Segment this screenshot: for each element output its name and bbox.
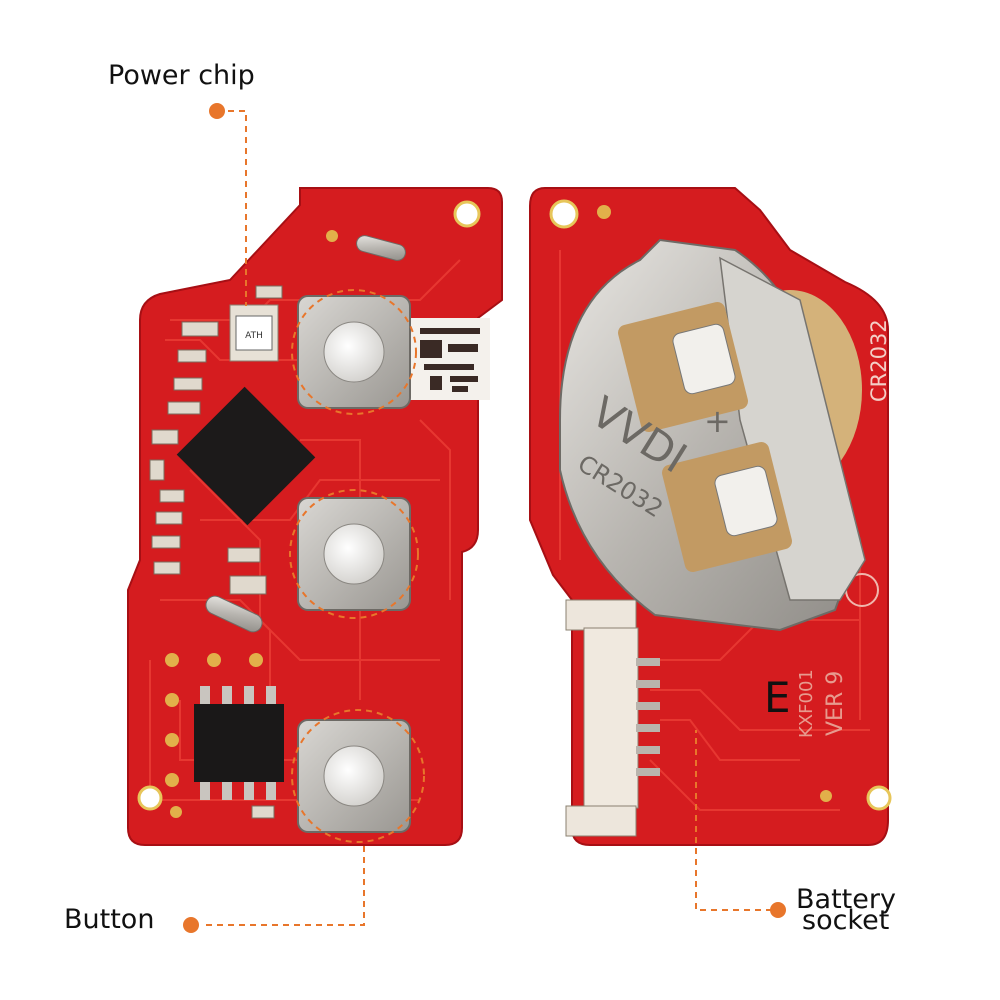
battery-label-line2: socket [802, 905, 890, 936]
board-id: KXF001 [796, 669, 817, 738]
battery-socket-label: Battery socket [796, 886, 896, 934]
callout-leaders [206, 110, 772, 926]
button-dot [183, 917, 199, 933]
callout-dots [183, 103, 786, 933]
side-connector [565, 599, 660, 837]
tact-button-middle [289, 489, 419, 619]
coin-cell-polarity: + [704, 402, 731, 440]
battery-type-marking: CR2032 [867, 319, 891, 402]
board-letter: E [764, 673, 791, 722]
tact-button-top [291, 289, 417, 415]
battery-label-line1: Battery [796, 884, 896, 915]
button-label: Button [64, 904, 155, 935]
power-chip-code: ATH [245, 331, 263, 341]
power-chip-dot [209, 103, 225, 119]
board-version: VER 9 [823, 671, 848, 736]
power-chip-label: Power chip [108, 60, 255, 91]
battery-dot [770, 902, 786, 918]
battery-socket-holder: VVDI CR2032 + [559, 238, 866, 632]
tact-button-bottom [291, 709, 425, 843]
